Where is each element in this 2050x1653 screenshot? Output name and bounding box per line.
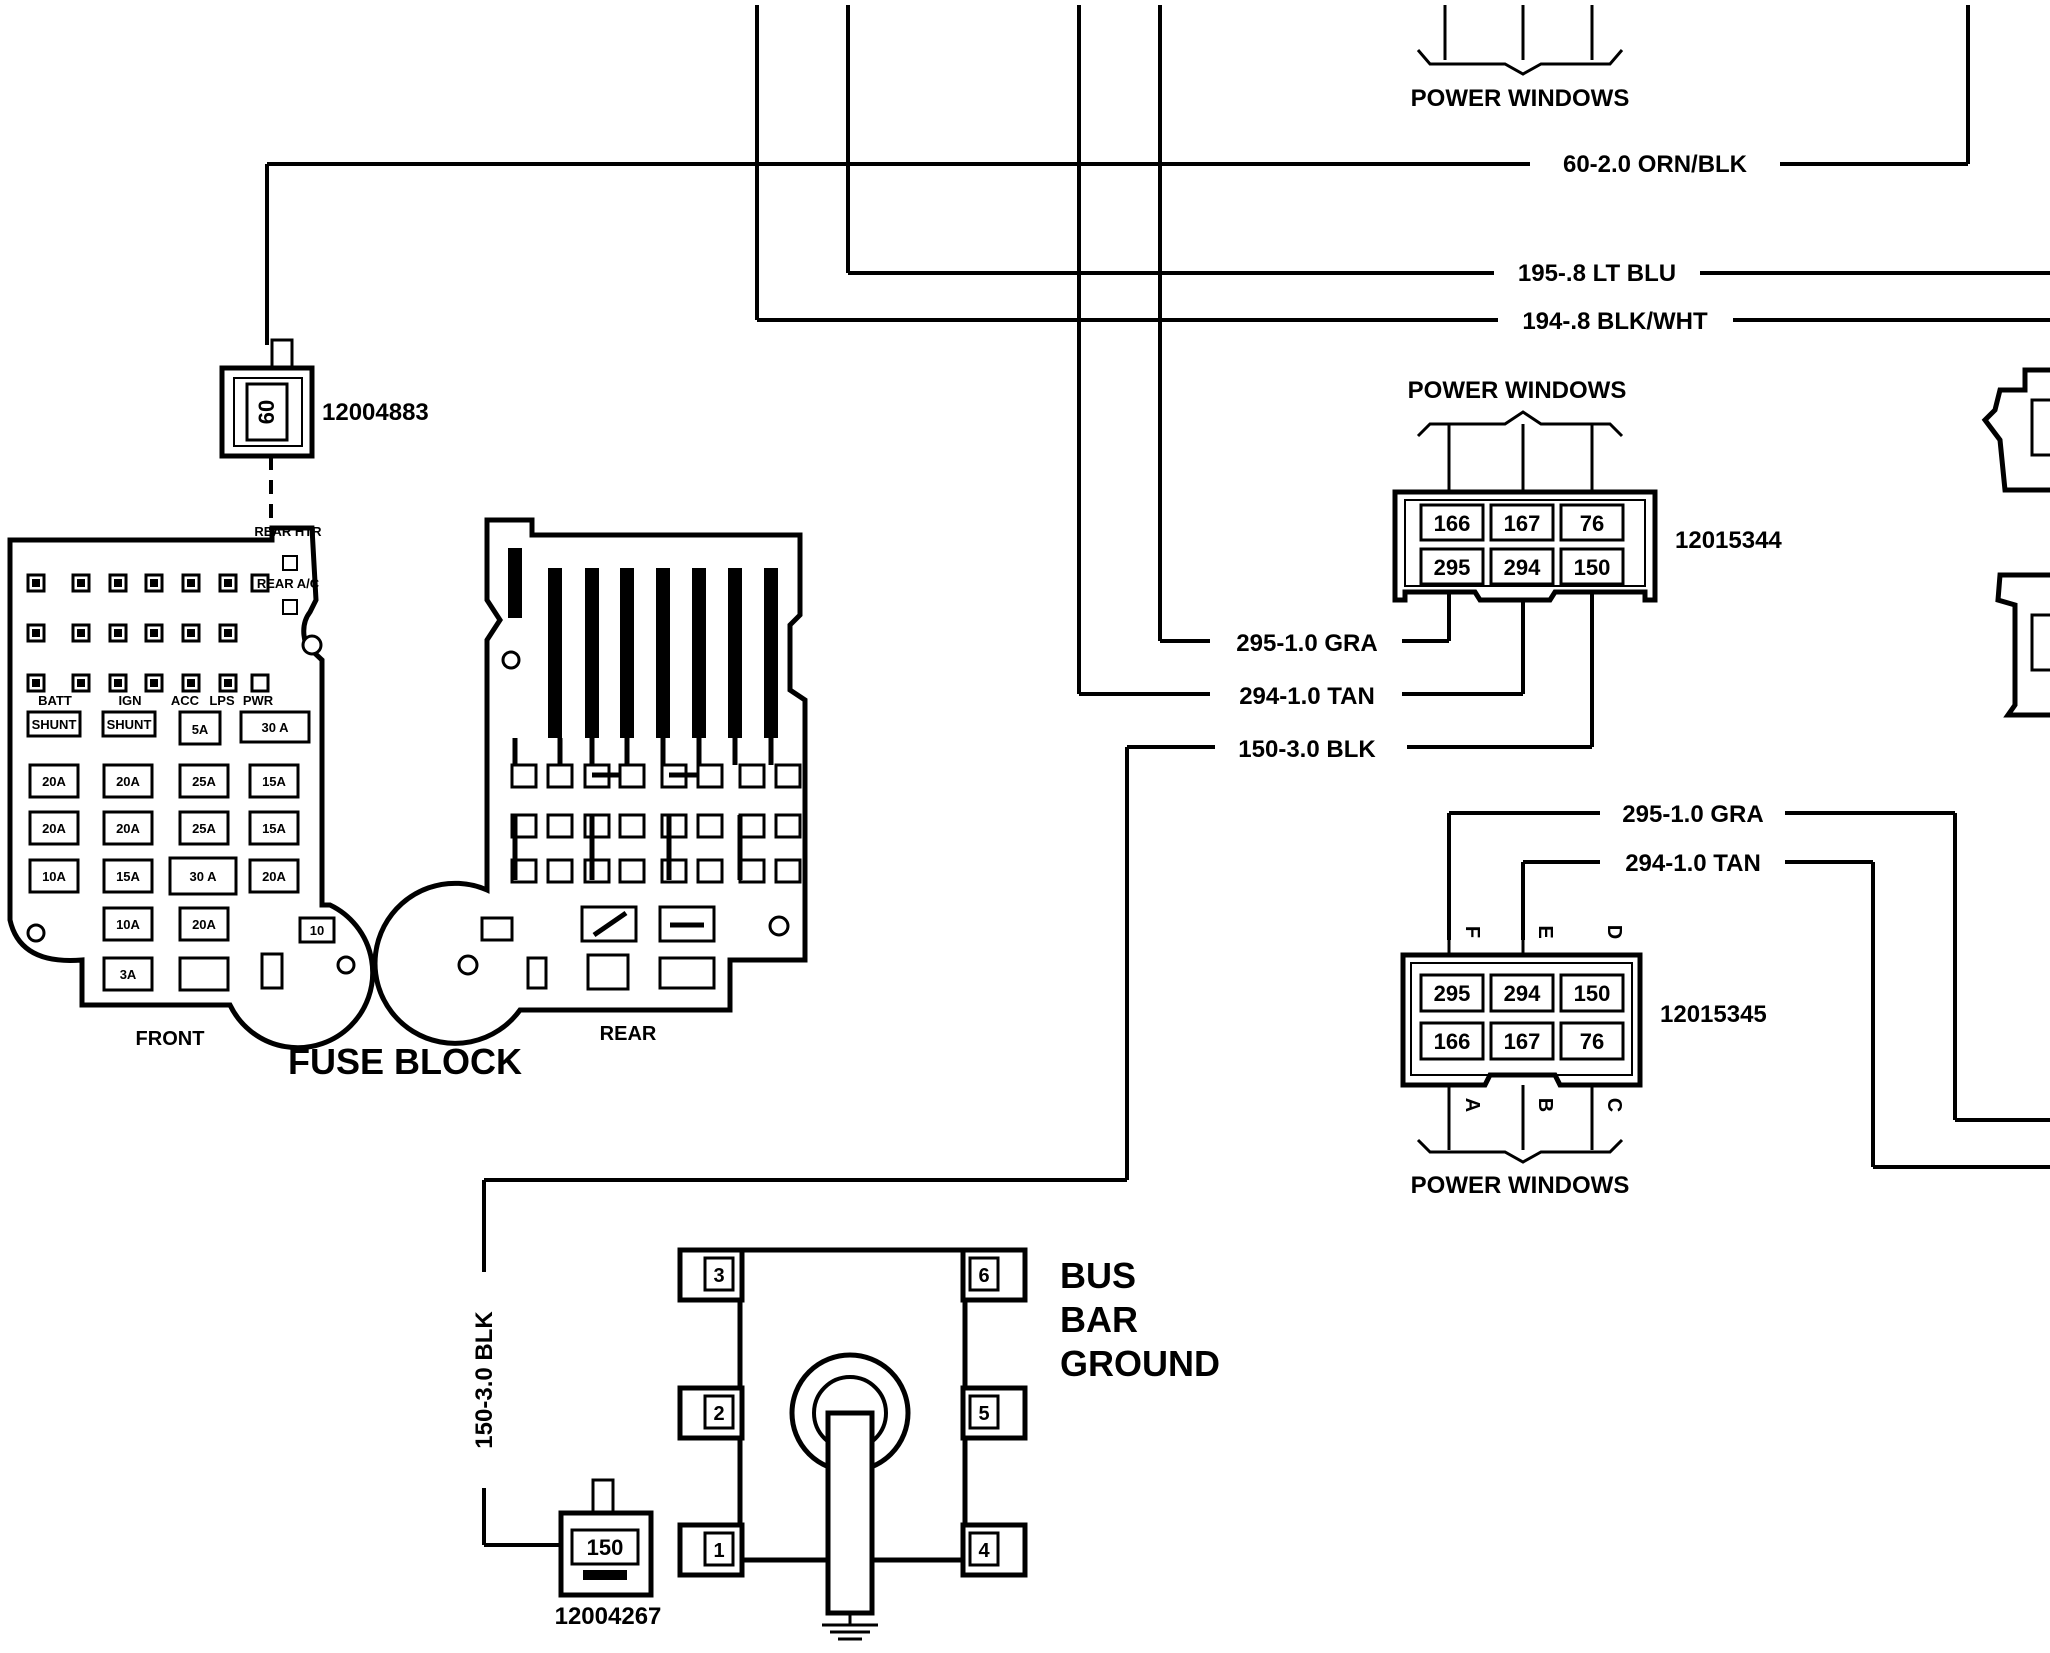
power-windows-bottom-label: POWER WINDOWS — [1411, 1172, 1630, 1199]
fuse-30a: 30 A — [190, 869, 218, 884]
connector-12015344: 166 167 76 295 294 150 12015344 — [1392, 489, 1782, 603]
pin-letter-b: B — [1534, 1098, 1556, 1112]
fuse-15a-2: 15A — [262, 821, 286, 836]
bus-bar-label-3: GROUND — [1060, 1343, 1220, 1384]
connector-12004883-part: 12004883 — [322, 399, 429, 426]
connector-12004883: 60 12004883 — [219, 338, 429, 530]
fuse-3a: 3A — [120, 967, 137, 982]
fuse-5a: 5A — [192, 722, 209, 737]
wire-194: 194-.8 BLK/WHT — [755, 5, 2050, 335]
lps-label: LPS — [209, 693, 235, 708]
shunt-2: SHUNT — [107, 717, 152, 732]
fuse-30a-top: 30 A — [262, 720, 290, 735]
wire-150-upper: 150-3.0 BLK 150-3.0 BLK — [471, 586, 1594, 1547]
wire-294-lower: 294-1.0 TAN — [1521, 850, 2050, 1169]
terminal-5: 5 — [978, 1403, 989, 1425]
pin-letter-a: A — [1461, 1098, 1483, 1112]
wire-60-label: 60-2.0 ORN/BLK — [1563, 151, 1748, 178]
wire-294-lower-label: 294-1.0 TAN — [1625, 850, 1761, 877]
pin-60: 60 — [254, 400, 279, 424]
wire-294-upper: 294-1.0 TAN — [1077, 5, 1525, 710]
wire-194-label: 194-.8 BLK/WHT — [1522, 308, 1708, 335]
terminal-6: 6 — [978, 1265, 989, 1287]
wire-295-lower: 295-1.0 GRA — [1447, 801, 2050, 1122]
power-windows-mid-group: POWER WINDOWS — [1408, 377, 1627, 492]
connector-12015344-part: 12015344 — [1675, 527, 1782, 554]
fuse-10-label: 10 — [310, 923, 324, 938]
fuse-25a-1: 25A — [192, 774, 216, 789]
wire-195-label: 195-.8 LT BLU — [1518, 260, 1676, 287]
pin-167: 167 — [1504, 511, 1541, 536]
pin-150: 150 — [1574, 555, 1611, 580]
bus-bar-label-2: BAR — [1060, 1299, 1138, 1340]
right-edge-connectors — [1981, 367, 2050, 718]
fuse-10a-2: 10A — [116, 917, 140, 932]
pin-294: 294 — [1504, 981, 1541, 1006]
terminal-4: 4 — [978, 1540, 990, 1562]
fuse-20a-4: 20A — [116, 821, 140, 836]
rear-htr-label: REAR HTR — [254, 524, 322, 539]
wire-195: 195-.8 LT BLU — [846, 5, 2050, 287]
fuse-20a-1: 20A — [42, 774, 66, 789]
shunt-1: SHUNT — [32, 717, 77, 732]
fuse-block-rear: REAR — [372, 517, 808, 1046]
fuse-20a-2: 20A — [116, 774, 140, 789]
pin-295: 295 — [1434, 555, 1471, 580]
wire-295-lower-label: 295-1.0 GRA — [1622, 801, 1763, 828]
ign-label: IGN — [118, 693, 141, 708]
connector-12004267: 150 12004267 — [555, 1478, 662, 1630]
acc-label: ACC — [171, 693, 200, 708]
terminal-1: 1 — [713, 1540, 724, 1562]
pin-letter-e: E — [1534, 925, 1556, 938]
pin-294: 294 — [1504, 555, 1541, 580]
rear-label: REAR — [600, 1023, 657, 1045]
terminal-2: 2 — [713, 1403, 724, 1425]
fuse-block-label: FUSE BLOCK — [288, 1041, 522, 1082]
connector-12015345: 295 294 150 166 167 76 F E D A B C 12015… — [1400, 925, 1767, 1199]
bus-bar-label-1: BUS — [1060, 1255, 1136, 1296]
fuse-15a-1: 15A — [262, 774, 286, 789]
pin-letter-c: C — [1603, 1098, 1625, 1112]
pin-letter-f: F — [1461, 926, 1483, 938]
rear-ac-label: REAR A/C — [257, 576, 320, 591]
pin-76: 76 — [1580, 511, 1604, 536]
power-windows-top-group: POWER WINDOWS — [1411, 5, 1630, 112]
pin-150: 150 — [1574, 981, 1611, 1006]
fuse-25a-2: 25A — [192, 821, 216, 836]
connector-12015345-part: 12015345 — [1660, 1001, 1767, 1028]
pin-167: 167 — [1504, 1029, 1541, 1054]
pin-295: 295 — [1434, 981, 1471, 1006]
wire-295-upper: 295-1.0 GRA — [1158, 5, 1451, 657]
terminal-3: 3 — [713, 1265, 724, 1287]
wire-150-upper-label: 150-3.0 BLK — [1238, 736, 1376, 763]
pin-150-ground: 150 — [587, 1535, 624, 1560]
power-windows-top-label: POWER WINDOWS — [1411, 85, 1630, 112]
batt-label: BATT — [38, 693, 72, 708]
fuse-10a-1: 10A — [42, 869, 66, 884]
fuse-block-front: REAR HTR REAR A/C BATT IGN ACC LPS PWR S… — [7, 524, 376, 1051]
fuse-15a-3: 15A — [116, 869, 140, 884]
wire-295-upper-label: 295-1.0 GRA — [1236, 630, 1377, 657]
pin-letter-d: D — [1603, 925, 1625, 939]
pin-76: 76 — [1580, 1029, 1604, 1054]
power-windows-mid-label: POWER WINDOWS — [1408, 377, 1627, 404]
pwr-label: PWR — [243, 693, 274, 708]
pin-166: 166 — [1434, 1029, 1471, 1054]
fuse-20a-3: 20A — [42, 821, 66, 836]
bus-bar-ground: 3 2 1 6 5 4 BUS BAR GROUND — [677, 1247, 1220, 1641]
wire-294-upper-label: 294-1.0 TAN — [1239, 683, 1375, 710]
connector-12004267-part: 12004267 — [555, 1603, 662, 1630]
fuse-20a-6: 20A — [192, 917, 216, 932]
pin-166: 166 — [1434, 511, 1471, 536]
wire-150-vertical-label: 150-3.0 BLK — [471, 1311, 498, 1449]
wire-60: 60-2.0 ORN/BLK — [265, 5, 1970, 345]
front-label: FRONT — [136, 1028, 205, 1050]
fuse-20a-5: 20A — [262, 869, 286, 884]
